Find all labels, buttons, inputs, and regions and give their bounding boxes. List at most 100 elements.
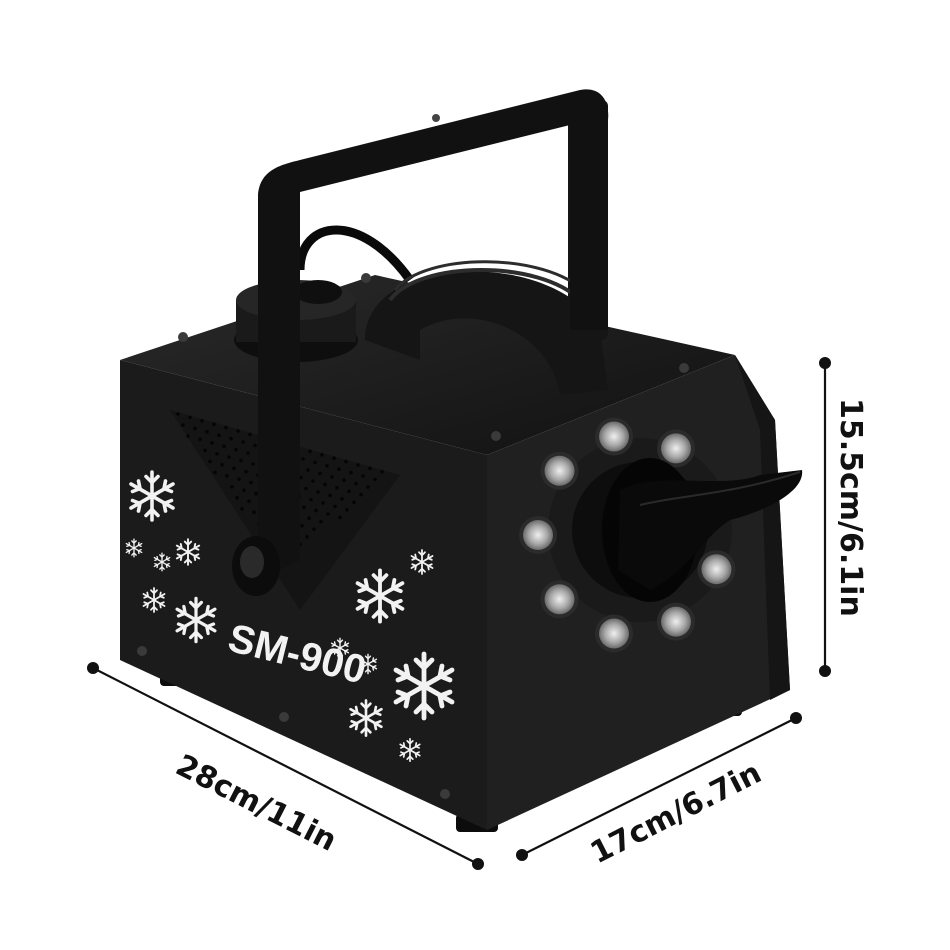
vent-hole	[200, 419, 204, 423]
vent-hole	[239, 458, 243, 463]
vent-hole	[304, 486, 308, 491]
vent-hole	[311, 479, 315, 483]
dimension-lines	[92, 363, 827, 865]
vent-hole	[247, 499, 251, 504]
vent-hole	[305, 535, 309, 539]
vent-hole	[337, 467, 341, 472]
vent-hole	[356, 463, 360, 467]
vent-hole	[244, 469, 248, 474]
led-light	[519, 516, 557, 554]
vent-hole	[252, 510, 256, 514]
vent-hole	[222, 444, 226, 449]
led-light	[540, 451, 579, 490]
vent-hole	[313, 460, 317, 465]
vent-hole	[333, 504, 337, 509]
vent-hole	[306, 468, 310, 472]
vent-hole	[361, 474, 365, 478]
vent-hole	[208, 459, 212, 464]
vent-hole	[188, 415, 192, 420]
vent-hole	[181, 423, 185, 427]
vent-hole	[323, 482, 327, 487]
vent-hole	[213, 470, 217, 475]
vent-hole	[328, 493, 332, 498]
vent-hole	[229, 436, 233, 441]
vent-hole	[176, 412, 180, 416]
height-dimension-label: 15.5cm/6.1in	[833, 398, 868, 617]
vent-hole	[342, 478, 346, 483]
vent-hole	[340, 497, 344, 501]
dim-endpoint	[790, 712, 802, 724]
power-cable	[295, 225, 414, 283]
vent-hole	[347, 489, 351, 494]
vent-hole	[359, 492, 363, 497]
vent-hole	[220, 463, 224, 467]
vent-hole	[210, 441, 214, 445]
vent-hole	[301, 457, 305, 461]
vent-hole	[332, 456, 336, 461]
vent-hole	[307, 516, 311, 520]
vent-hole	[344, 459, 348, 464]
vent-hole	[237, 477, 241, 482]
vent-hole	[186, 434, 190, 438]
vent-hole	[236, 429, 240, 433]
carry-handle	[365, 260, 608, 395]
vent-hole	[234, 447, 238, 452]
vent-hole	[349, 470, 353, 475]
vent-hole	[249, 480, 253, 485]
vent-hole	[299, 475, 303, 480]
vent-hole	[354, 481, 358, 486]
vent-hole	[240, 507, 244, 511]
vent-hole	[373, 477, 377, 482]
vent-hole	[253, 443, 257, 448]
vent-hole	[224, 425, 228, 430]
dim-endpoint	[819, 665, 831, 677]
vent-hole	[205, 430, 209, 434]
vent-hole	[235, 496, 239, 500]
led-light	[595, 417, 634, 456]
vent-hole	[225, 474, 229, 478]
vent-hole	[198, 437, 202, 442]
vent-hole	[335, 486, 339, 490]
vent-hole	[248, 432, 252, 437]
vent-hole	[326, 512, 330, 516]
vent-hole	[230, 485, 234, 489]
vent-hole	[321, 501, 325, 505]
vent-hole	[300, 524, 304, 528]
vent-hole	[314, 508, 318, 513]
snow-nozzle	[602, 458, 803, 602]
vent-hole	[366, 485, 370, 489]
vent-hole	[320, 453, 324, 457]
vent-hole	[352, 500, 356, 505]
dim-endpoint	[87, 662, 99, 674]
vent-hole	[319, 519, 323, 524]
vent-hole	[242, 488, 246, 493]
vent-hole	[193, 426, 197, 431]
vent-hole	[217, 433, 221, 438]
vent-hole	[203, 448, 207, 453]
vent-hole	[232, 466, 236, 471]
dim-endpoint	[472, 858, 484, 870]
vent-hole	[246, 451, 250, 455]
hanging-bracket	[232, 89, 609, 596]
vent-hole	[302, 505, 306, 510]
vent-hole	[212, 422, 216, 427]
vent-hole	[330, 475, 334, 479]
vent-hole	[215, 452, 219, 456]
vent-hole	[380, 470, 384, 474]
vent-hole	[325, 464, 329, 468]
vent-hole	[318, 471, 322, 476]
led-light	[657, 429, 695, 468]
vent-hole	[241, 440, 245, 444]
vent-hole	[338, 515, 342, 520]
vent-hole	[368, 466, 372, 471]
vent-hole	[254, 491, 258, 496]
vent-hole	[312, 527, 316, 531]
screws	[137, 273, 689, 799]
vent-hole	[309, 497, 313, 502]
vent-hole	[345, 508, 349, 512]
vent-hole	[251, 462, 255, 466]
led-light	[540, 580, 579, 619]
vent-hole	[308, 449, 312, 454]
led-light	[657, 602, 695, 641]
